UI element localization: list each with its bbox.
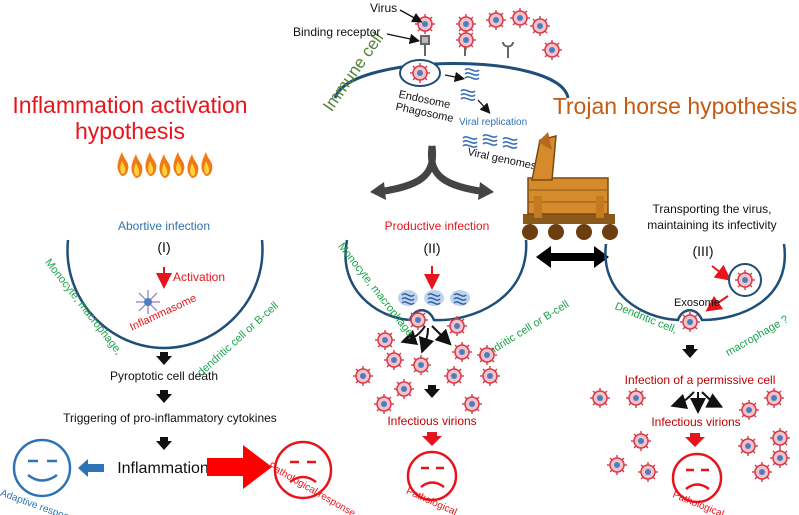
viral-genome-icon	[460, 89, 476, 101]
virus-icon	[589, 387, 611, 409]
inflammation-label: Inflammation	[117, 460, 209, 477]
virus-icon	[769, 447, 791, 469]
permissive-cell-label: Infection of a permissive cell	[625, 373, 776, 387]
pathological-response-face	[273, 440, 333, 500]
virus-icon	[461, 393, 483, 415]
viral-replication-label: Viral replication	[459, 117, 527, 128]
down-arrow	[156, 437, 172, 450]
virus-icon	[606, 454, 628, 476]
activation-label: Activation	[173, 270, 225, 284]
virus-icon	[374, 329, 396, 351]
split-arrow-left	[377, 145, 437, 196]
left-title-line1: Inflammation activation	[12, 92, 247, 118]
left-cell-type-left: Monocyte, macrophage,	[42, 257, 124, 357]
virus-label: Virus	[370, 1, 397, 15]
virus-icon	[479, 365, 501, 387]
roman-two: (II)	[423, 240, 440, 256]
right-infectious-label: Infectious virions	[651, 415, 740, 429]
adaptive-response-face	[12, 438, 72, 498]
down-arrow	[424, 385, 440, 398]
viral-genome-icon	[423, 289, 445, 307]
virus-icon	[414, 13, 436, 35]
inflammasome-label: Inflammasome	[128, 292, 198, 333]
virus-icon	[769, 427, 791, 449]
red-down-arrow	[422, 432, 442, 446]
virus-icon	[393, 378, 415, 400]
virus-icon	[383, 349, 405, 371]
left-cell-type-right: dendritic cell or B-cell	[195, 300, 281, 379]
blue-arrow-left	[78, 459, 104, 477]
virus-icon	[476, 344, 498, 366]
left-title-line2: hypothesis	[75, 118, 185, 144]
transport-line1: Transporting the virus,	[653, 202, 772, 216]
virus-icon	[409, 62, 431, 84]
virus-icon	[410, 354, 432, 376]
virus-icon	[446, 315, 468, 337]
virus-icon	[541, 39, 563, 61]
virus-icon	[485, 9, 507, 31]
virus-icon	[443, 365, 465, 387]
viral-genome-icon	[482, 134, 498, 146]
virus-icon	[737, 435, 759, 457]
virus-icon	[625, 387, 647, 409]
red-arrow-right	[207, 445, 272, 489]
virus-icon	[751, 461, 773, 483]
middle-pathological-face	[406, 450, 458, 502]
top-immune-cell: Immune cell Virus Binding receptor Endos…	[293, 1, 570, 200]
virus-icon	[738, 399, 760, 421]
spread-arrows	[670, 391, 724, 414]
virus-icon	[637, 461, 659, 483]
triggering-label: Triggering of pro-inflammatory cytokines	[63, 411, 277, 425]
budding-arrows	[400, 325, 452, 354]
right-title: Trojan horse hypothesis	[553, 93, 798, 119]
viral-genomes-label: Viral genomes	[466, 146, 538, 172]
virus-icon	[373, 393, 395, 415]
middle-panel: Productive infection (II) Monocyte, macr…	[335, 219, 571, 515]
middle-infectious-label: Infectious virions	[387, 414, 476, 428]
trojan-horse-icon	[522, 132, 618, 240]
binding-receptor-label: Binding receptor	[293, 25, 380, 39]
right-panel: Trojan horse hypothesis Transporting the…	[553, 93, 798, 515]
fire-icon	[117, 152, 213, 178]
virus-icon	[630, 430, 652, 452]
right-cell-membrane	[604, 243, 787, 322]
abortive-infection-label: Abortive infection	[118, 219, 210, 233]
virus-icon	[763, 387, 785, 409]
productive-infection-label: Productive infection	[385, 219, 490, 233]
down-arrow	[156, 390, 172, 403]
viral-genome-icon	[449, 289, 471, 307]
virus-icon	[455, 29, 477, 51]
left-panel: Inflammation activation hypothesis Abort…	[0, 92, 357, 515]
virus-icon	[734, 269, 756, 291]
transport-line2: maintaining its infectivity	[647, 218, 776, 232]
right-pathological-face	[671, 452, 723, 504]
virus-icon	[352, 365, 374, 387]
viral-genome-icon	[397, 289, 419, 307]
middle-cell-membrane	[344, 239, 528, 322]
virus-icon	[451, 341, 473, 363]
virus-icon	[529, 15, 551, 37]
virus-icon	[509, 7, 531, 29]
virus-icon	[679, 311, 701, 333]
red-down-arrow	[685, 433, 705, 447]
roman-three: (III)	[693, 243, 714, 259]
pyroptotic-label: Pyroptotic cell death	[110, 369, 218, 383]
inflammasome-icon	[136, 290, 160, 314]
exosome-label: Exosome	[674, 297, 720, 309]
immune-cell-membrane	[333, 62, 570, 99]
down-arrow	[156, 352, 172, 365]
viral-genome-icon	[464, 68, 480, 80]
split-arrow-right	[427, 145, 487, 196]
left-cell-membrane	[66, 239, 264, 350]
roman-one: (I)	[157, 239, 170, 255]
right-cell-type-right: macrophage ?	[724, 313, 791, 359]
down-arrow	[682, 345, 698, 358]
double-arrow	[536, 246, 609, 268]
viral-genome-icon	[502, 137, 518, 149]
